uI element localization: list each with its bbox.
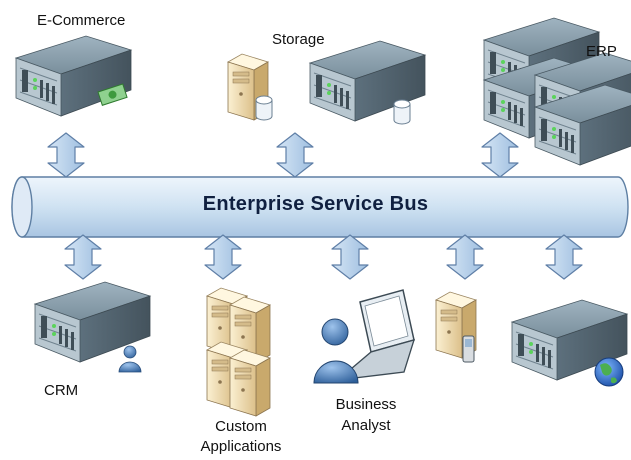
server-money-icon <box>15 35 132 117</box>
arrow-bus-mobile <box>446 234 484 280</box>
arrow-erp-bus <box>481 132 519 178</box>
user-laptop-icon <box>313 289 415 384</box>
label-ecommerce: E-Commerce <box>37 12 126 29</box>
arrow-storage-bus <box>276 132 314 178</box>
arrow-bus-crm <box>64 234 102 280</box>
tower-stack-icon <box>206 287 271 417</box>
server-globe-icon <box>511 299 628 387</box>
tower-phone-icon <box>435 291 477 363</box>
server-database-icon <box>309 40 426 125</box>
label-erp: ERP <box>586 43 617 60</box>
arrow-bus-analyst <box>331 234 369 280</box>
enterprise-service-bus <box>11 176 629 238</box>
arrow-ecommerce-bus <box>47 132 85 178</box>
arrow-bus-custom-apps <box>204 234 242 280</box>
bus-title: Enterprise Service Bus <box>202 193 429 215</box>
label-custom-apps-line1: Custom <box>215 418 267 435</box>
label-business-analyst-line1: Business <box>335 396 397 413</box>
tower-database-icon <box>227 53 273 121</box>
arrow-bus-web <box>545 234 583 280</box>
label-crm: CRM <box>44 382 79 399</box>
label-storage: Storage <box>272 31 325 48</box>
label-business-analyst-line2: Analyst <box>341 417 391 434</box>
server-user-icon <box>34 281 151 373</box>
label-custom-apps-line2: Applications <box>200 438 282 455</box>
